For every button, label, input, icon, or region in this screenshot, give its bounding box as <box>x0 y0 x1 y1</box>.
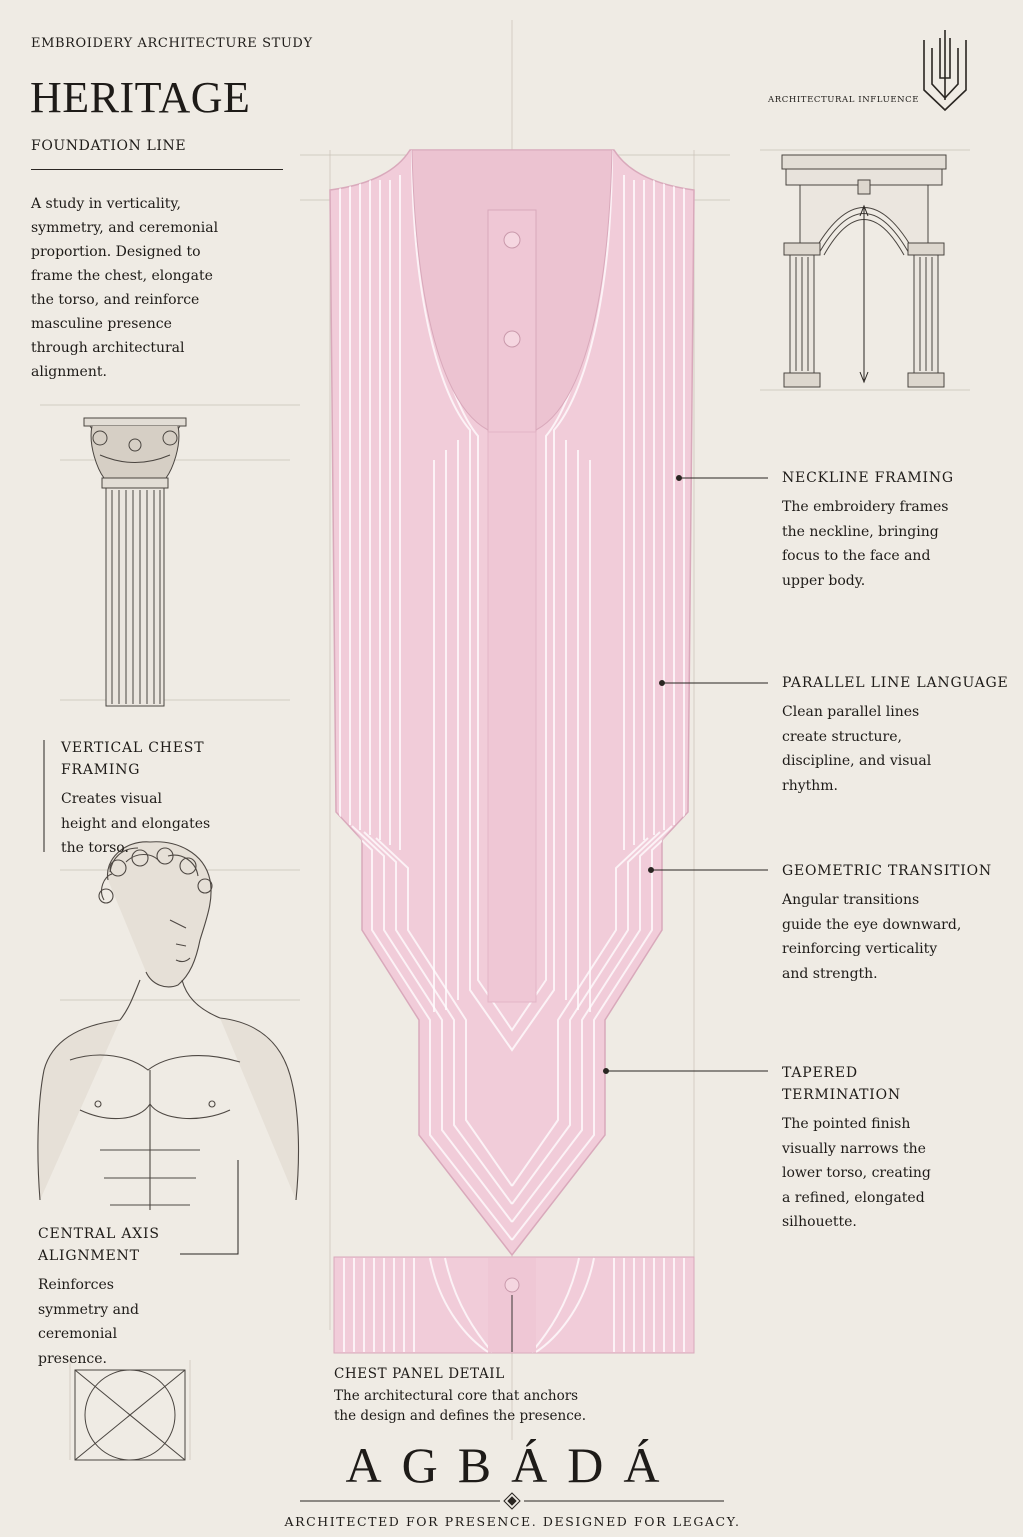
architectural-influence-label: ARCHITECTURAL INFLUENCE <box>768 95 920 105</box>
annotation-parallel-line: PARALLEL LINE LANGUAGE Clean parallel li… <box>782 672 1012 798</box>
annotation-text: The embroidery frames the neckline, brin… <box>782 499 949 589</box>
annotation-text: The pointed finish visually narrows the … <box>782 1116 931 1230</box>
subtitle-label: FOUNDATION LINE <box>31 138 187 154</box>
annotation-tapered-termination: TAPERED TERMINATION The pointed finish v… <box>782 1062 982 1235</box>
annotation-title: GEOMETRIC TRANSITION <box>782 863 992 879</box>
annotation-title: PARALLEL LINE LANGUAGE <box>782 675 1009 691</box>
chest-detail-text: The architectural core that anchors the … <box>334 1388 587 1424</box>
annotation-central-axis: CENTRAL AXIS ALIGNMENT Reinforces symmet… <box>38 1223 208 1371</box>
title-rule <box>31 169 283 170</box>
chest-detail-title: CHEST PANEL DETAIL <box>334 1366 505 1382</box>
embroidery-panel <box>329 149 695 1257</box>
annotation-title: VERTICAL CHEST FRAMING <box>61 740 205 778</box>
brand-divider-ornament <box>300 1492 724 1510</box>
brand-name: AGBÁDÁ <box>345 1437 680 1493</box>
monogram-logo-icon <box>923 30 967 112</box>
classical-bust-icon <box>37 841 300 1210</box>
annotation-vertical-chest: VERTICAL CHEST FRAMING Creates visual he… <box>61 737 241 861</box>
annotation-text: Clean parallel lines create structure, d… <box>782 704 932 794</box>
annotation-title: TAPERED TERMINATION <box>782 1065 901 1103</box>
annotation-text: Reinforces symmetry and ceremonial prese… <box>38 1277 139 1367</box>
annotation-title: NECKLINE FRAMING <box>782 470 954 486</box>
annotation-text: Angular transitions guide the eye downwa… <box>782 892 962 982</box>
annotation-geometric-transition: GEOMETRIC TRANSITION Angular transitions… <box>782 860 1002 986</box>
annotation-title: CENTRAL AXIS ALIGNMENT <box>38 1226 160 1264</box>
roman-arch-icon <box>781 154 947 388</box>
proportion-diagram-icon <box>74 1369 186 1461</box>
annotation-neckline-framing: NECKLINE FRAMING The embroidery frames t… <box>782 467 972 593</box>
chest-panel-detail-image <box>333 1256 695 1354</box>
intro-paragraph: A study in verticality, symmetry, and ce… <box>31 196 219 380</box>
page-title: HERITAGE <box>30 73 251 122</box>
annotation-text: Creates visual height and elongates the … <box>61 791 211 856</box>
leader-lines <box>43 475 768 1255</box>
brand-tagline: ARCHITECTED FOR PRESENCE. DESIGNED FOR L… <box>284 1514 741 1529</box>
eyebrow-label: EMBROIDERY ARCHITECTURE STUDY <box>31 36 313 51</box>
corinthian-column-icon <box>83 417 187 707</box>
